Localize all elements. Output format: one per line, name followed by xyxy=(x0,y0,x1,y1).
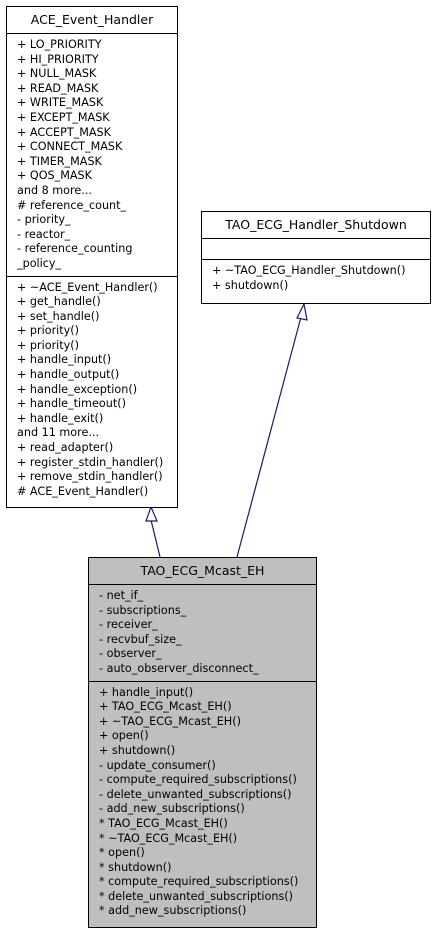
method-row: + ~ACE_Event_Handler() xyxy=(17,280,158,294)
method-row: - delete_unwanted_subscriptions() xyxy=(99,787,292,801)
attribute-row: and 8 more... xyxy=(17,183,92,197)
method-row: + handle_exit() xyxy=(17,411,104,425)
class-title: ACE_Event_Handler xyxy=(7,7,177,34)
method-row: * compute_required_subscriptions() xyxy=(99,875,299,889)
inheritance-arrowhead-handler-shutdown xyxy=(296,302,308,321)
attribute-row: - auto_observer_disconnect_ xyxy=(99,661,259,675)
class-title: TAO_ECG_Handler_Shutdown xyxy=(202,212,430,239)
inheritance-arrowhead-ace-event-handler xyxy=(145,505,158,522)
attribute-row: - reference_counting xyxy=(17,242,133,256)
method-row: + handle_input() xyxy=(99,685,194,699)
method-row: * delete_unwanted_subscriptions() xyxy=(99,889,294,903)
attribute-row: + READ_MASK xyxy=(17,81,99,95)
attribute-row: + LO_PRIORITY xyxy=(17,38,102,51)
method-row: * open() xyxy=(99,846,145,860)
attribute-row: + EXCEPT_MASK xyxy=(17,110,110,124)
method-row: + set_handle() xyxy=(17,309,100,323)
method-row: + handle_timeout() xyxy=(17,397,126,411)
attributes-section xyxy=(202,239,430,260)
method-row: + priority() xyxy=(17,324,80,338)
class-title: TAO_ECG_Mcast_EH xyxy=(89,558,316,585)
method-row: + remove_stdin_handler() xyxy=(17,470,163,484)
method-row: + handle_input() xyxy=(17,353,112,367)
method-row: + register_stdin_handler() xyxy=(17,455,164,469)
methods-section: + ~ACE_Event_Handler()+ get_handle()+ se… xyxy=(7,277,177,504)
method-row: + shutdown() xyxy=(99,743,176,757)
attributes-section: - net_if_- subscriptions_- receiver_- re… xyxy=(89,585,316,682)
attribute-row: + ACCEPT_MASK xyxy=(17,125,111,139)
method-row: + priority() xyxy=(17,338,80,352)
method-row: * add_new_subscriptions() xyxy=(99,904,247,918)
method-row: + open() xyxy=(99,729,149,743)
attribute-row: - net_if_ xyxy=(99,589,144,602)
method-row: and 11 more... xyxy=(17,426,100,440)
attribute-row: + NULL_MASK xyxy=(17,67,97,81)
method-row: * shutdown() xyxy=(99,860,172,874)
method-row: - update_consumer() xyxy=(99,758,216,772)
method-row: + TAO_ECG_Mcast_EH() xyxy=(99,700,232,714)
method-row: * TAO_ECG_Mcast_EH() xyxy=(99,816,228,830)
method-row: + handle_exception() xyxy=(17,382,138,396)
class-ace-event-handler[interactable]: ACE_Event_Handler + LO_PRIORITY+ HI_PRIO… xyxy=(6,6,178,508)
edge-mcast-to-ace-event-handler xyxy=(150,519,161,558)
attribute-row: - priority_ xyxy=(17,213,71,227)
method-row: + ~TAO_ECG_Handler_Shutdown() xyxy=(212,264,406,277)
attribute-row: - subscriptions_ xyxy=(99,603,187,617)
attribute-row: + TIMER_MASK xyxy=(17,154,102,168)
method-row: # ACE_Event_Handler() xyxy=(17,484,149,498)
class-tao-ecg-mcast-eh[interactable]: TAO_ECG_Mcast_EH - net_if_- subscription… xyxy=(88,557,317,928)
method-row: - add_new_subscriptions() xyxy=(99,802,245,816)
method-row: + shutdown() xyxy=(212,278,289,292)
class-tao-ecg-handler-shutdown[interactable]: TAO_ECG_Handler_Shutdown + ~TAO_ECG_Hand… xyxy=(201,211,431,304)
attribute-row: + HI_PRIORITY xyxy=(17,52,99,66)
method-row: * ~TAO_ECG_Mcast_EH() xyxy=(99,831,238,845)
attributes-section: + LO_PRIORITY+ HI_PRIORITY+ NULL_MASK+ R… xyxy=(7,34,177,277)
method-row: + get_handle() xyxy=(17,295,101,309)
edge-mcast-to-handler-shutdown xyxy=(236,316,302,558)
methods-section: + handle_input()+ TAO_ECG_Mcast_EH()+ ~T… xyxy=(89,682,316,924)
method-row: + read_adapter() xyxy=(17,441,114,455)
method-row: - compute_required_subscriptions() xyxy=(99,773,297,787)
attribute-row: + CONNECT_MASK xyxy=(17,140,123,154)
attribute-row: # reference_count_ xyxy=(17,198,127,212)
attribute-row: _policy_ xyxy=(17,256,62,270)
attribute-row: - observer_ xyxy=(99,647,162,661)
attribute-row: - reactor_ xyxy=(17,227,71,241)
attribute-row: - receiver_ xyxy=(99,618,158,632)
attribute-row: + QOS_MASK xyxy=(17,169,92,183)
attribute-row: - recvbuf_size_ xyxy=(99,632,182,646)
attribute-row: + WRITE_MASK xyxy=(17,96,104,110)
method-row: + handle_output() xyxy=(17,368,120,382)
methods-section: + ~TAO_ECG_Handler_Shutdown()+ shutdown(… xyxy=(202,260,430,297)
method-row: + ~TAO_ECG_Mcast_EH() xyxy=(99,714,241,728)
